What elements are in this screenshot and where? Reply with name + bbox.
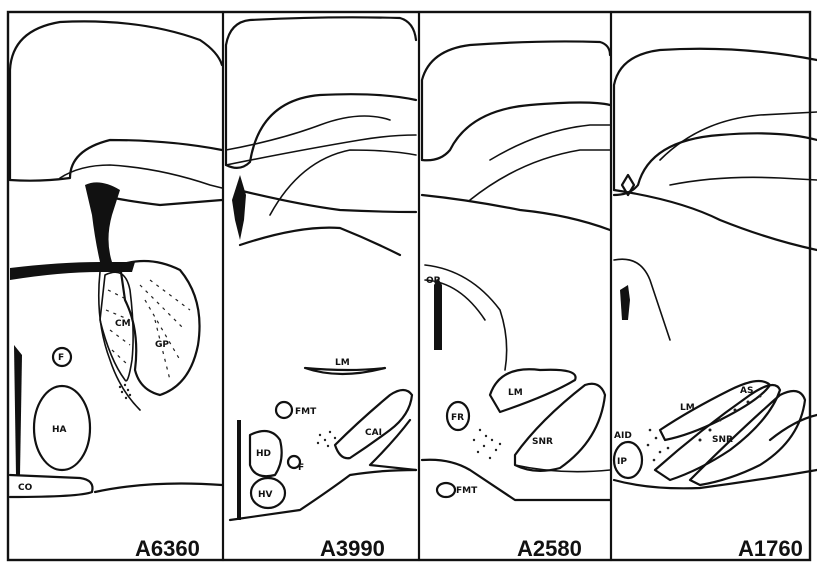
panel-label-a1760: A1760 [738, 536, 803, 561]
label-f: F [58, 353, 64, 363]
panel-a3990: LM FMT CAI HD F HV A3990 [224, 0, 418, 562]
panel-label-a3990: A3990 [320, 536, 385, 561]
panel-a2580: OP LM FR SNR FMT A2580 [420, 0, 610, 562]
label-hd: HD [256, 449, 271, 459]
label-aid: AID [614, 431, 632, 441]
label-lm: LM [508, 388, 523, 398]
label-cm: CM [115, 319, 131, 329]
label-fmt: FMT [295, 407, 317, 417]
label-op: OP [426, 276, 441, 286]
label-snr: SNR [532, 437, 553, 447]
label-fmt: FMT [456, 486, 478, 496]
label-hv: HV [258, 490, 273, 500]
label-f: F [298, 463, 304, 473]
panel-label-a6360: A6360 [135, 536, 200, 561]
panel-label-a2580: A2580 [517, 536, 582, 561]
label-gp: GP [155, 340, 169, 350]
panel-a1760: AS LM AID SNR IP A1760 [612, 0, 817, 562]
label-snr: SNR [712, 435, 733, 445]
label-ip: IP [617, 457, 627, 467]
label-fr: FR [451, 413, 464, 423]
panel-a6360: CM GP F HA CO A6360 [0, 0, 222, 562]
label-as: AS [740, 386, 753, 396]
label-lm: LM [335, 358, 350, 368]
label-co: CO [18, 483, 33, 493]
label-ha: HA [52, 425, 67, 435]
label-lm: LM [680, 403, 695, 413]
label-cai: CAI [365, 428, 382, 438]
